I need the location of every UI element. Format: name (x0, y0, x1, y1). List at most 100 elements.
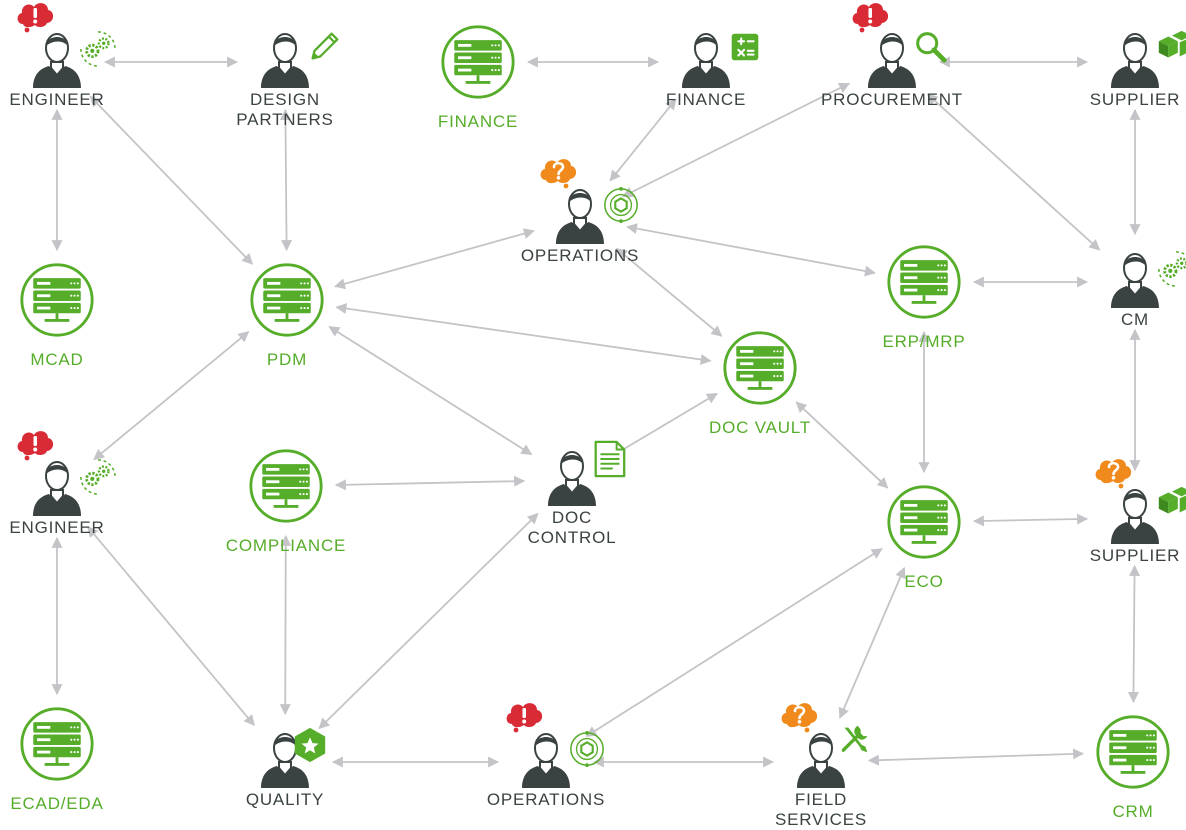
node-finance-person (681, 32, 760, 88)
node-supplier-mid (1094, 457, 1186, 544)
badge-star-icon (294, 727, 326, 763)
alert-bubble-icon (17, 3, 54, 33)
node-crm (1096, 715, 1170, 789)
server-icon (441, 25, 515, 99)
node-eco (887, 485, 961, 559)
arrow-doc_vault-eco (795, 401, 889, 489)
magnifier-icon (918, 34, 945, 61)
alert-bubble-icon (506, 703, 543, 733)
pencil-icon (311, 32, 339, 60)
arrow-compliance-doc_control (334, 475, 526, 491)
label-finance-system: FINANCE (437, 112, 519, 131)
gears-icon (79, 458, 117, 496)
node-finance-system (441, 25, 515, 99)
node-design-partners (260, 32, 339, 88)
gears-icon (79, 30, 117, 68)
arrow-procurement-operations_top (621, 82, 851, 198)
person-icon (867, 33, 917, 88)
arrow-pdm-doc_control (328, 325, 533, 456)
label-crm: CRM (1112, 802, 1154, 821)
label-erp-mrp: ERP/MRP (882, 332, 966, 351)
label-quality: QUALITY (245, 790, 325, 809)
node-engineer-top (17, 3, 117, 88)
label-eco: ECO (904, 572, 944, 591)
gears-icon (1157, 250, 1186, 288)
arrow-doc_control-quality (318, 512, 539, 730)
person-icon (32, 461, 82, 516)
label-finance-person: FINANCE (665, 90, 747, 109)
arrow-operations_top-erp_mrp (626, 223, 876, 277)
arrow-supplier_mid-crm (1127, 564, 1141, 704)
arrow-finance_person-operations_top (609, 98, 677, 182)
server-icon (20, 263, 94, 337)
arrow-compliance-quality (279, 534, 292, 716)
label-compliance: COMPLIANCE (225, 536, 347, 555)
arrow-engineer_mid-quality (87, 525, 255, 727)
label-operations-bottom: OPERATIONS (486, 790, 606, 809)
server-icon (723, 331, 797, 405)
label-mcad: MCAD (30, 350, 84, 369)
arrow-eco-field_services (838, 566, 906, 719)
label-engineer-top: ENGINEER (9, 90, 105, 109)
arrow-engineer_top-pdm (89, 95, 254, 265)
node-cm (1110, 250, 1186, 308)
node-pdm (250, 263, 324, 337)
server-icon (1096, 715, 1170, 789)
label-cm: CM (1120, 310, 1150, 329)
person-icon (796, 733, 846, 788)
node-compliance (249, 449, 323, 523)
arrow-eco-supplier_mid (972, 513, 1089, 527)
boxes-icon (1158, 486, 1186, 514)
server-icon (20, 707, 94, 781)
label-supplier-mid: SUPPLIER (1089, 546, 1181, 565)
label-doc-vault: DOC VAULT (709, 418, 811, 437)
label-supplier-top: SUPPLIER (1089, 90, 1181, 109)
node-procurement (852, 3, 945, 88)
person-icon (555, 189, 605, 244)
question-bubble-icon (1094, 457, 1133, 490)
arrow-procurement-cm (926, 93, 1101, 251)
wrench-icon (841, 725, 868, 753)
person-icon (547, 451, 597, 506)
server-icon (887, 245, 961, 319)
arrow-doc_vault-doc_control (612, 392, 718, 457)
arrow-pdm-engineer_mid (93, 331, 250, 461)
node-quality (260, 727, 326, 788)
person-icon (521, 733, 571, 788)
label-engineer-mid: ENGINEER (9, 518, 105, 537)
node-field-services (780, 701, 868, 788)
node-erp-mrp (887, 245, 961, 319)
arrow-field_services-crm (867, 748, 1085, 766)
node-operations-bottom (506, 703, 605, 788)
calculator-icon (730, 32, 760, 62)
person-icon (260, 33, 310, 88)
arrow-eco-operations_bottom (585, 548, 883, 738)
arrow-design_partners-pdm (279, 108, 293, 252)
label-ecad-eda: ECAD/EDA (10, 794, 104, 813)
arrow-operations_top-pdm (334, 228, 535, 290)
node-engineer-mid (17, 431, 117, 516)
person-icon (1110, 33, 1160, 88)
person-icon (1110, 489, 1160, 544)
person-icon (681, 33, 731, 88)
boxes-icon (1158, 30, 1186, 58)
node-doc-control (547, 440, 626, 506)
server-icon (249, 449, 323, 523)
question-bubble-icon (539, 157, 578, 190)
node-supplier-top (1110, 30, 1186, 88)
server-icon (250, 263, 324, 337)
alert-bubble-icon (17, 431, 54, 461)
connection-arrows (51, 56, 1141, 768)
diagram-nodes (17, 3, 1186, 789)
arrow-pdm-doc_vault (335, 303, 712, 365)
label-procurement: PROCUREMENT (821, 90, 963, 109)
node-doc-vault (723, 331, 797, 405)
server-icon (887, 485, 961, 559)
question-bubble-icon (780, 701, 819, 734)
person-icon (32, 33, 82, 88)
